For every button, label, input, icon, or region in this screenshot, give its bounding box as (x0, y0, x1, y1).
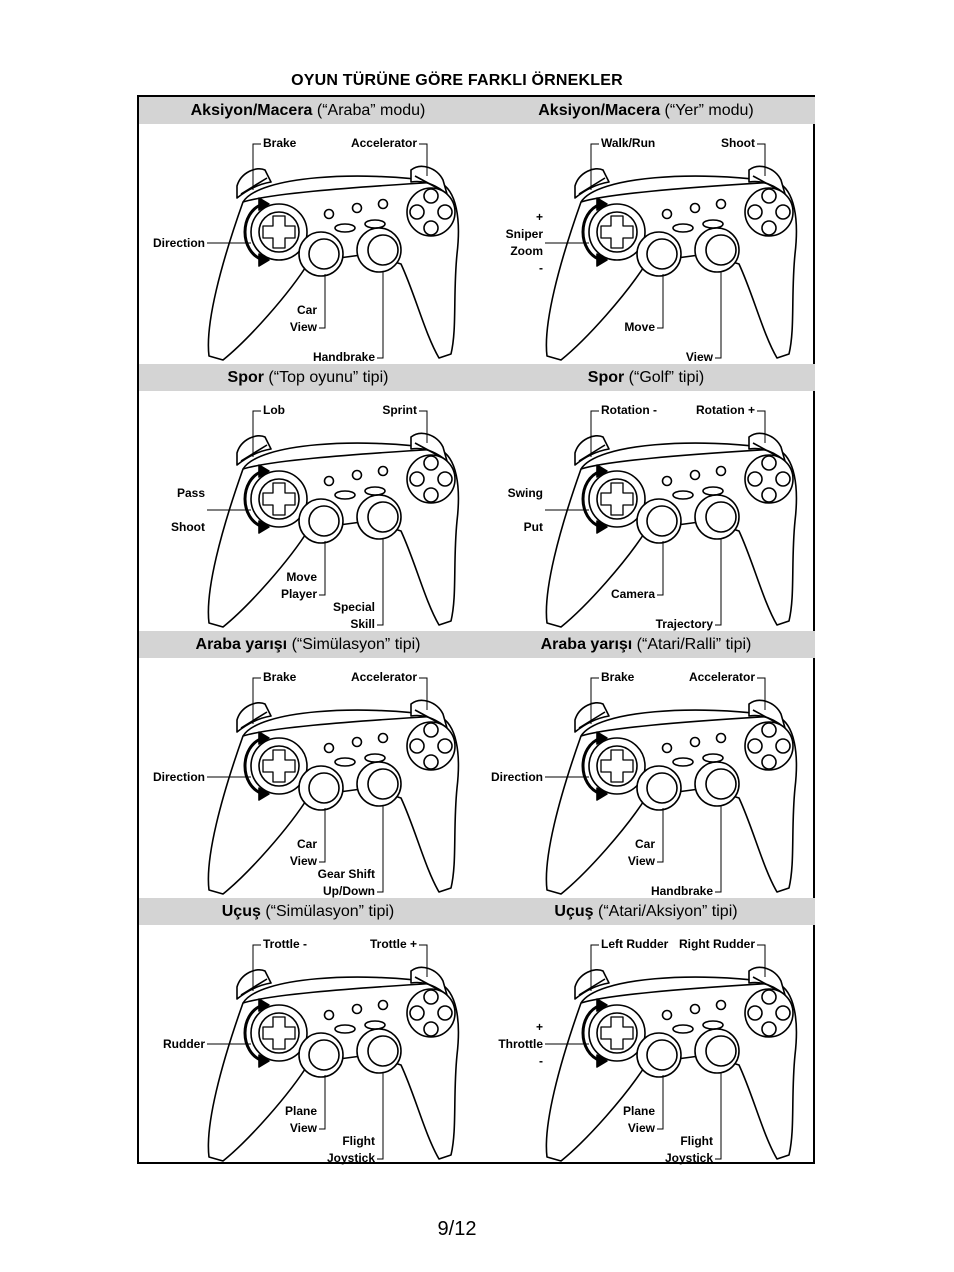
section-title-bold: Uçuş (221, 903, 261, 920)
label-top-right: Sprint (382, 403, 417, 417)
section-title-rest: (“Top oyunu” tipi) (263, 369, 389, 386)
gamepad-icon (207, 410, 460, 628)
label-top-right: Accelerator (350, 136, 417, 150)
section-title-rest: (“Yer” modu) (660, 102, 754, 119)
section-title: Uçuş (“Simülasyon” tipi) (139, 898, 477, 925)
section-title-bold: Aksiyon/Macera (190, 102, 313, 119)
label-top-left: Trottle - (263, 937, 307, 951)
section-title: Aksiyon/Macera (“Araba” modu) (139, 97, 477, 124)
label-left: Direction (152, 235, 205, 250)
page-number: 9/12 (437, 1218, 477, 1240)
label-left: +Throttle- (498, 1019, 543, 1068)
section-title: Spor (“Top oyunu” tipi) (139, 364, 477, 391)
gamepad-icon (545, 944, 798, 1162)
section-title-bold: Aksiyon/Macera (538, 102, 661, 119)
gamepad-icon (207, 677, 460, 895)
label-stick-right: Trajectory (655, 617, 713, 631)
label-stick-left: Camera (610, 587, 655, 601)
page-title: OYUN TÜRÜNE GÖRE FARKLI ÖRNEKLER (291, 72, 623, 89)
label-left: Swing Put (507, 485, 543, 534)
section-title-bold: Spor (587, 369, 625, 386)
section-title-rest: (“Golf” tipi) (624, 369, 705, 386)
section-title-bold: Uçuş (554, 903, 594, 920)
section-title: Araba yarışı (“Simülasyon” tipi) (139, 631, 477, 658)
label-top-left: Lob (263, 403, 285, 417)
label-top-right: Accelerator (688, 670, 755, 684)
section-title: Aksiyon/Macera (“Yer” modu) (477, 97, 815, 124)
gamepad-icon (545, 410, 798, 628)
label-left: Pass Shoot (171, 485, 205, 534)
section-title: Uçuş (“Atari/Aksiyon” tipi) (477, 898, 815, 925)
label-left: Direction (152, 769, 205, 784)
gamepad-icon (545, 677, 798, 895)
section-header-2 (139, 364, 815, 391)
section-title-bold: Spor (227, 369, 264, 386)
label-stick-right: View (685, 350, 713, 364)
label-stick-left: Move (624, 320, 655, 334)
label-left: Direction (490, 769, 543, 784)
section-title-rest: (“Simülasyon” tipi) (287, 636, 421, 653)
label-top-left: Brake (263, 670, 297, 684)
section-title-rest: (“Simülasyon” tipi) (260, 903, 395, 920)
section-title-rest: (“Atari/Aksiyon” tipi) (593, 903, 738, 920)
section-header-1 (139, 97, 815, 124)
label-left: Rudder (163, 1036, 205, 1051)
label-stick-right: Handbrake (650, 884, 713, 898)
label-top-left: Walk/Run (601, 136, 656, 150)
section-title-rest: (“Atari/Ralli” tipi) (632, 636, 752, 653)
section-title-rest: (“Araba” modu) (312, 102, 426, 119)
section-title: Araba yarışı (“Atari/Ralli” tipi) (477, 631, 815, 658)
gamepad-icon (207, 143, 460, 361)
label-top-left: Brake (601, 670, 635, 684)
label-top-right: Accelerator (350, 670, 417, 684)
section-title-bold: Araba yarışı (540, 636, 633, 653)
label-top-left: Left Rudder (601, 937, 669, 951)
label-stick-right: Handbrake (312, 350, 375, 364)
section-header-4 (139, 898, 815, 925)
label-top-right: Shoot (721, 136, 755, 150)
gamepad-icon (545, 143, 798, 361)
label-top-left: Brake (263, 136, 297, 150)
gamepad-icon (207, 944, 460, 1162)
label-top-right: Rotation + (696, 403, 755, 417)
section-header-3 (139, 631, 815, 658)
label-top-right: Trottle + (369, 937, 417, 951)
section-title: Spor (“Golf” tipi) (477, 364, 815, 391)
label-top-right: Right Rudder (679, 937, 755, 951)
label-top-left: Rotation - (601, 403, 657, 417)
section-title-bold: Araba yarışı (195, 636, 288, 653)
